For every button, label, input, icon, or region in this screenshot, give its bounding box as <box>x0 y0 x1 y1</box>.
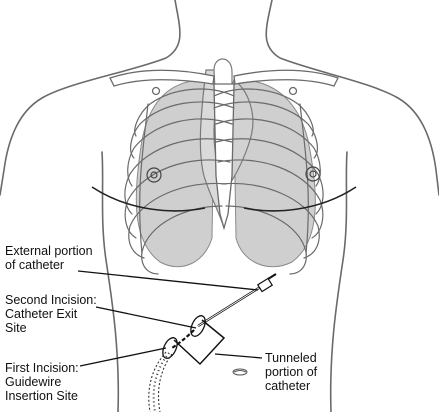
label-second-line-1: Second Incision: <box>5 293 97 307</box>
leader-lines <box>78 271 262 366</box>
leader-second-incision <box>96 307 196 328</box>
label-first-incision: First Incision: Guidewire Insertion Site <box>5 361 79 403</box>
leader-external <box>78 271 258 290</box>
label-second-incision: Second Incision: Catheter Exit Site <box>5 293 97 335</box>
label-second-line-2: Catheter Exit <box>5 307 97 321</box>
label-external-portion: External portion of catheter <box>5 244 93 272</box>
leader-first-incision <box>80 348 166 366</box>
label-external-line-2: of catheter <box>5 258 93 272</box>
navel <box>233 369 247 375</box>
leader-tunneled <box>215 354 262 358</box>
label-tunneled-portion: Tunneled portion of catheter <box>265 351 317 393</box>
label-external-line-1: External portion <box>5 244 93 258</box>
label-tunneled-line-2: portion of <box>265 365 317 379</box>
label-first-line-2: Guidewire <box>5 375 79 389</box>
label-first-line-1: First Incision: <box>5 361 79 375</box>
catheter-external-portion <box>198 274 276 326</box>
label-first-line-3: Insertion Site <box>5 389 79 403</box>
catheter-vessel-path <box>149 352 172 412</box>
label-tunneled-line-1: Tunneled <box>265 351 317 365</box>
label-second-line-3: Site <box>5 321 97 335</box>
label-tunneled-line-3: catheter <box>265 379 317 393</box>
